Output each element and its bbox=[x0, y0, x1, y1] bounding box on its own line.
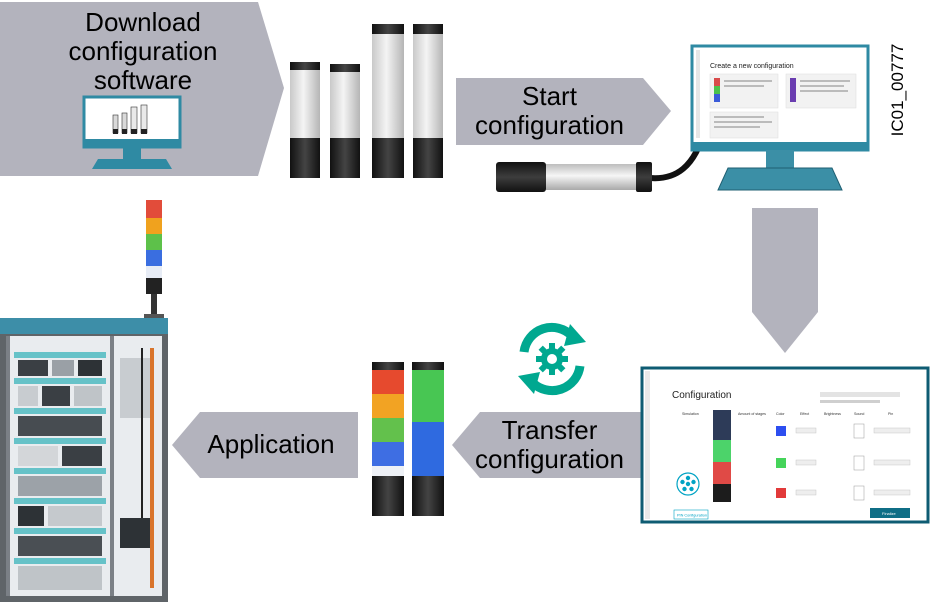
col-pin: Pin bbox=[888, 412, 893, 416]
application-label: Application bbox=[207, 429, 335, 459]
simulated-tube bbox=[713, 410, 731, 502]
multicolor-tube bbox=[372, 362, 404, 516]
configured-tubes bbox=[372, 362, 444, 516]
col-brightness: Brightness bbox=[824, 412, 841, 416]
tube-4 bbox=[413, 24, 443, 178]
col-sound: Sound bbox=[854, 412, 864, 416]
transfer-label: Transfer configuration bbox=[475, 415, 624, 474]
usb-connected-tube bbox=[496, 127, 708, 192]
transfer-arrow bbox=[452, 412, 642, 478]
download-label: Download configuration software bbox=[68, 7, 218, 95]
devices bbox=[18, 358, 150, 590]
tube-2 bbox=[330, 64, 360, 178]
tube-1 bbox=[290, 62, 320, 178]
din-rails bbox=[14, 352, 106, 564]
green-blue-tube bbox=[412, 362, 444, 516]
col-color: Color bbox=[776, 412, 785, 416]
application-arrow bbox=[172, 412, 358, 478]
column-headers: Simulation Amount of stages Color Effect… bbox=[682, 412, 893, 416]
down-arrow bbox=[752, 208, 818, 353]
start-arrow bbox=[456, 78, 671, 145]
finalize-button: Finalize bbox=[882, 511, 897, 516]
col-stages: Amount of stages bbox=[738, 412, 766, 416]
pin-diagram bbox=[676, 472, 700, 496]
configuration-screen: Configuration Simulation Amount of stage… bbox=[640, 366, 930, 524]
mini-light-icons bbox=[112, 104, 148, 134]
control-cabinet bbox=[0, 318, 168, 602]
config-rows bbox=[776, 423, 911, 501]
screen1-title: Create a new configuration bbox=[710, 63, 794, 70]
figure-code: IC01_00777 bbox=[888, 43, 907, 137]
signal-tube-set bbox=[290, 24, 443, 178]
config-monitor: Create a new configuration bbox=[690, 44, 870, 191]
tube-3 bbox=[372, 24, 404, 178]
col-effect: Effect bbox=[800, 412, 809, 416]
start-label: Start configuration bbox=[475, 81, 624, 140]
download-monitor bbox=[82, 95, 182, 169]
screen2-title: Configuration bbox=[672, 390, 731, 401]
col-simulation: Simulation bbox=[682, 412, 699, 416]
sync-gear-icon bbox=[518, 322, 586, 396]
download-arrow bbox=[0, 2, 284, 176]
pin-config-button: PIN Configuration bbox=[677, 514, 707, 518]
cabinet-stack-light bbox=[144, 200, 164, 322]
